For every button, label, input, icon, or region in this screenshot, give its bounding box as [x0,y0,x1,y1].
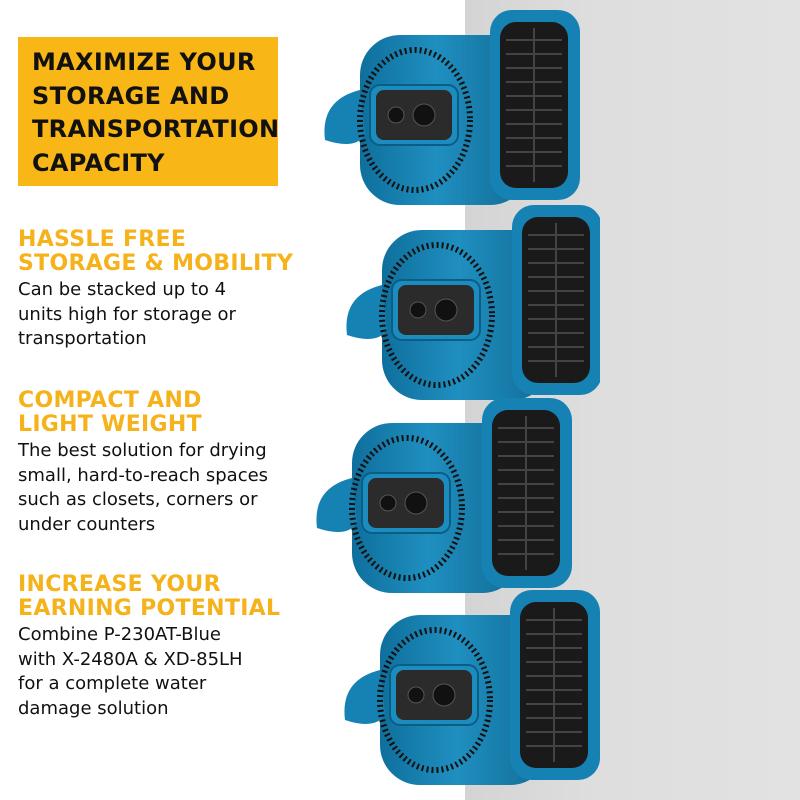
speed-knob [412,103,436,127]
feature-text: Can be stacked up to 4 [18,279,227,300]
feature-text: for a complete water [18,673,207,694]
power-cord [349,435,465,581]
feature-text: under counters [18,513,156,535]
feature-text: damage solution [18,697,169,719]
timer-knob [379,494,397,512]
feature-text: The best solution for drying [18,440,267,461]
headline-line: CAPACITY [32,148,165,177]
feature-text: with X-2480A & XD-85LH [18,648,243,670]
feature-title: EARNING POTENTIAL [18,596,281,621]
feature-text: units high for storage or [18,303,236,325]
feature-title: STORAGE & MOBILITY [18,251,294,276]
stacked-air-movers-image [316,10,600,785]
air-mover-unit [344,590,600,785]
feature-title: COMPACT AND [18,388,202,413]
speed-knob [404,491,428,515]
feature-title: LIGHT WEIGHT [18,412,202,437]
headline-banner: MAXIMIZE YOUR STORAGE AND TRANSPORTATION… [18,37,280,186]
feature-title: INCREASE YOUR [18,572,221,597]
handle [346,285,387,339]
handle [324,90,365,144]
power-cord [357,47,473,193]
feature-text: transportation [18,328,147,349]
headline-line: MAXIMIZE YOUR [32,48,256,76]
speed-knob [432,683,456,707]
speed-knob [434,298,458,322]
headline-line: TRANSPORTATION [32,115,280,143]
handle [316,478,357,532]
air-mover-unit [346,205,600,400]
power-cord [377,627,493,773]
air-mover-unit [316,398,572,593]
air-mover-unit [324,10,580,205]
timer-knob [387,106,405,124]
feature-text: such as closets, corners or [18,489,258,510]
feature-title: HASSLE FREE [18,227,187,252]
power-cord [379,242,495,388]
headline-line: STORAGE AND [32,81,230,110]
feature-text: small, hard-to-reach spaces [18,464,269,486]
timer-knob [409,301,427,319]
timer-knob [407,686,425,704]
handle [344,670,385,724]
feature-text: Combine P-230AT-Blue [18,624,222,645]
